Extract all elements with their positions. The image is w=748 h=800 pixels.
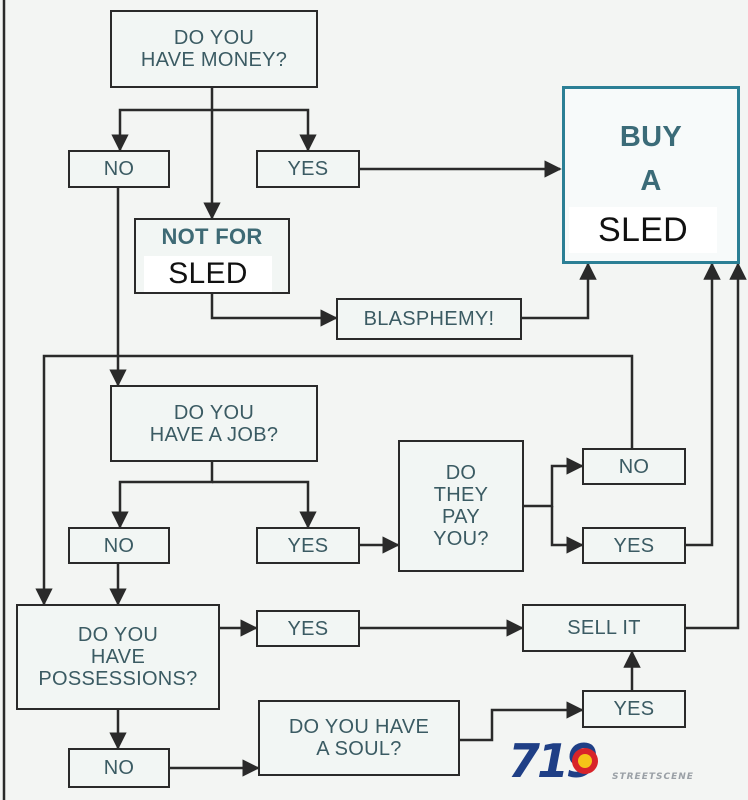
possessions-yes-box: YES [256, 610, 360, 647]
not-for-sled-label: SLED [144, 256, 272, 292]
buy-a-sled-box: BUY A SLED [562, 86, 740, 264]
logo-sun-icon [578, 754, 592, 768]
question-have-possessions: DO YOU HAVE POSSESSIONS? [16, 604, 220, 710]
buy-sled-label: SLED [569, 207, 717, 253]
not-for-sled-box: NOT FOR SLED [134, 218, 290, 294]
soul-yes-box: YES [582, 690, 686, 728]
money-yes-box: YES [256, 150, 360, 188]
question-do-they-pay: DO THEY PAY YOU? [398, 440, 524, 572]
sell-it-box: SELL IT [522, 604, 686, 652]
buy-a-label: BUY A [619, 121, 683, 197]
question-have-job: DO YOU HAVE A JOB? [110, 385, 318, 462]
pay-no-box: NO [582, 448, 686, 485]
job-no-box: NO [68, 527, 170, 564]
possessions-no-box: NO [68, 748, 170, 788]
question-have-soul: DO YOU HAVE A SOUL? [258, 700, 460, 776]
not-for-label: NOT FOR [161, 224, 263, 249]
question-have-money: DO YOU HAVE MONEY? [110, 10, 318, 88]
logo-subtext: STREETSCENE [612, 772, 694, 782]
pay-yes-box: YES [582, 527, 686, 564]
blasphemy-box: BLASPHEMY! [336, 298, 522, 340]
job-yes-box: YES [256, 527, 360, 564]
money-no-box: NO [68, 150, 170, 188]
